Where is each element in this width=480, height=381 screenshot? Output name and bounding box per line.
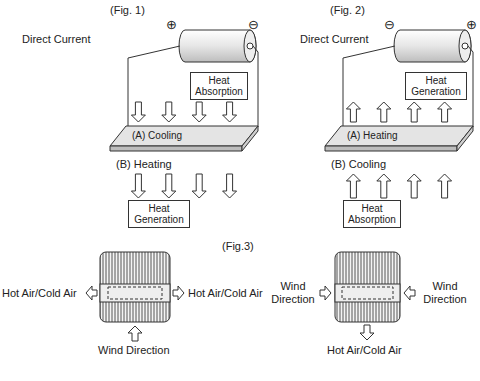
label-text: Direct Current — [300, 33, 368, 46]
node-text: (B) Heating — [116, 158, 172, 170]
node-text: Heat Generation — [132, 203, 186, 225]
node-text: (A) Cooling — [132, 130, 182, 142]
wire — [128, 46, 258, 128]
polarity-symbol: ⊕ — [466, 18, 477, 31]
peltier-plate: (A) Cooling (B) Heating — [108, 124, 260, 172]
wire — [343, 46, 473, 128]
polarity-symbol: ⊖ — [248, 18, 259, 31]
heat-box: Heat Absorption — [190, 72, 248, 100]
label-text: Hot Air/Cold Air — [188, 287, 263, 300]
heat-box: Heat Absorption — [343, 200, 401, 228]
node-text: Heat Absorption — [194, 75, 244, 97]
node-text: (A) Heating — [347, 130, 398, 142]
heat-sink — [100, 252, 170, 322]
heat-flow-arrow — [346, 102, 451, 122]
dc-source — [179, 30, 256, 62]
label-text: Wind Direction — [98, 344, 170, 357]
heat-flow-arrow — [131, 174, 236, 198]
heat-box: Heat Generation — [405, 72, 467, 100]
label-text: (Fig.3) — [222, 240, 254, 253]
label-text: Hot Air/Cold Air — [327, 344, 402, 357]
node-text: Heat Absorption — [347, 203, 397, 225]
label-text: Wind Direction — [418, 280, 472, 306]
plate-outline — [108, 124, 260, 154]
heat-box: Heat Generation — [128, 200, 190, 228]
peltier-plate: (A) Heating (B) Cooling — [323, 124, 475, 172]
plate-outline — [323, 124, 475, 154]
air-arrow — [86, 286, 415, 341]
polarity-symbol: ⊕ — [166, 18, 177, 31]
heat-sink — [335, 252, 400, 322]
label-text: Wind Direction — [268, 280, 318, 306]
label-text: Direct Current — [22, 33, 90, 46]
label-text: (Fig. 2) — [330, 4, 365, 17]
heat-flow-arrow — [131, 102, 236, 122]
label-text: Hot Air/Cold Air — [2, 287, 77, 300]
node-text: Heat Generation — [409, 75, 463, 97]
polarity-symbol: ⊖ — [384, 18, 395, 31]
dc-source — [394, 30, 471, 62]
label-text: (Fig. 1) — [110, 4, 145, 17]
node-text: (B) Cooling — [331, 158, 386, 170]
heat-flow-arrow — [346, 174, 451, 198]
